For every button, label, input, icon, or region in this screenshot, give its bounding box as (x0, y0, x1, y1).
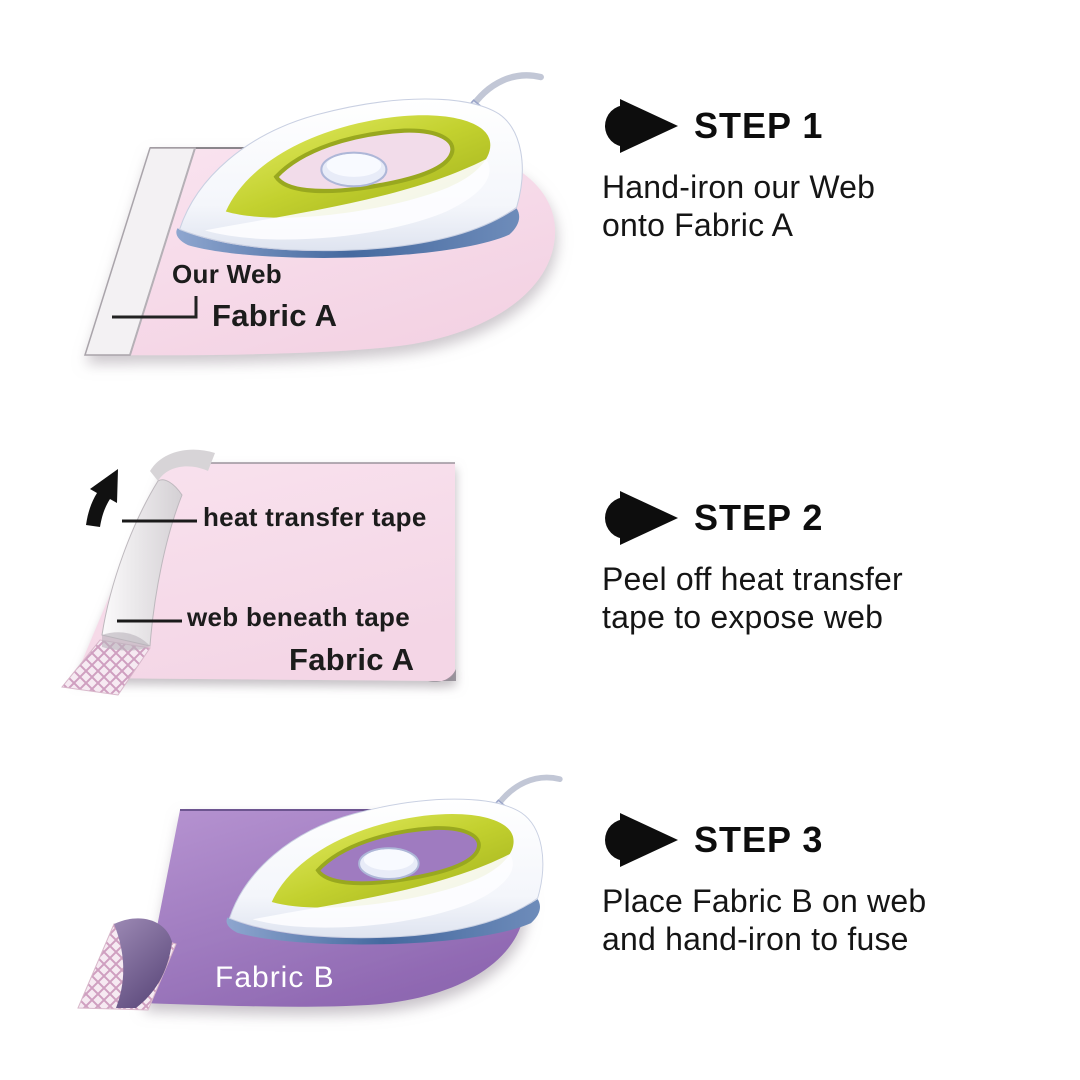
heat-transfer-tape-underside (150, 449, 215, 481)
step-2-panel: STEP 2 Peel off heat transfer tape to ex… (602, 488, 1042, 636)
step-title: STEP 3 (694, 819, 824, 860)
label-fabric-a: Fabric A (289, 642, 415, 677)
step-3-header: STEP 3 (602, 810, 1042, 870)
step-1-header: STEP 1 (602, 96, 1042, 156)
peel-tape-graphic (61, 449, 456, 696)
label-heat-transfer-tape: heat transfer tape (203, 502, 427, 532)
illustration-step1: Our Web Fabric A (55, 28, 575, 373)
step-description: Hand-iron our Web onto Fabric A (602, 169, 876, 243)
label-fabric-b: Fabric B (215, 961, 335, 994)
step-arrow-icon (605, 99, 678, 153)
step-description: Peel off heat transfer tape to expose we… (602, 561, 903, 635)
illustration-step3: Fabric B (50, 742, 570, 1057)
step-1-panel: STEP 1 Hand-iron our Web onto Fabric A (602, 96, 1042, 244)
step-title: STEP 2 (694, 497, 824, 538)
label-fabric-a: Fabric A (212, 298, 338, 333)
step-arrow-icon (605, 491, 678, 545)
step-3-panel: STEP 3 Place Fabric B on web and hand-ir… (602, 810, 1042, 958)
our-web-pointer-line (112, 296, 198, 319)
step-arrow-icon (605, 813, 678, 867)
folded-corner (114, 918, 172, 1008)
step-description: Place Fabric B on web and hand-iron to f… (602, 883, 927, 957)
fabric-a-ironing-graphic (83, 28, 556, 356)
step-title: STEP 1 (694, 105, 824, 146)
peel-arrow-icon (86, 469, 118, 527)
fabric-b-ironing-graphic (77, 742, 570, 1011)
step-2-header: STEP 2 (602, 488, 1042, 548)
label-our-web: Our Web (172, 259, 282, 289)
label-web-beneath-tape: web beneath tape (187, 602, 410, 632)
illustration-step2: heat transfer tape web beneath tape Fabr… (50, 443, 480, 698)
